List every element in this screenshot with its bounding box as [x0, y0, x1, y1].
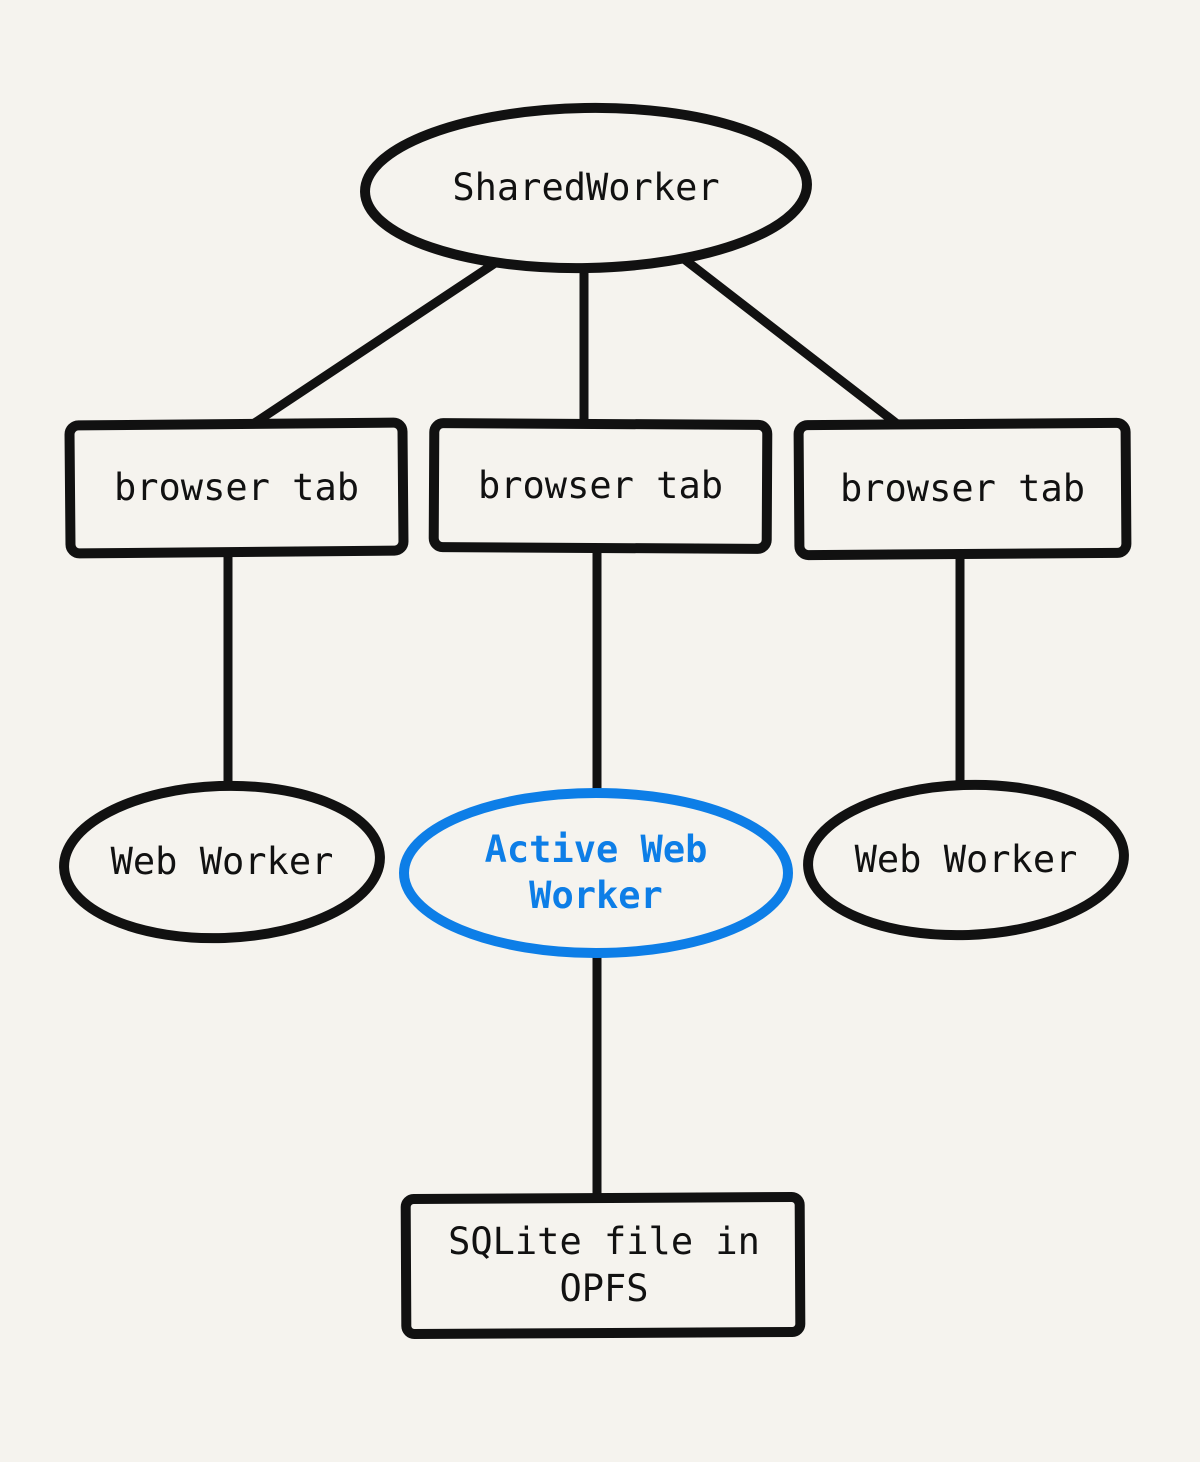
- browser-tab-left-label: browser tab: [113, 465, 360, 509]
- browser-tab-middle-node: [428, 418, 773, 554]
- web-worker-right-label: Web Worker: [854, 837, 1078, 881]
- active-web-worker-label: Active Web Worker: [484, 827, 730, 917]
- browser-tab-right-label: browser tab: [839, 466, 1086, 510]
- web-worker-right-node: [803, 779, 1129, 941]
- sqlite-file-node: [400, 1192, 806, 1339]
- browser-tab-middle-label: browser tab: [477, 463, 724, 507]
- shared-worker-label: SharedWorker: [452, 165, 720, 209]
- shared-worker-node: [360, 102, 812, 274]
- browser-tab-left-node: [64, 417, 409, 559]
- web-worker-left-label: Web Worker: [110, 839, 334, 883]
- sqlite-file-label: SQLite file in OPFS: [448, 1220, 783, 1310]
- browser-tab-right-node: [793, 417, 1132, 561]
- web-worker-left-node: [59, 780, 385, 944]
- active-web-worker-node: [399, 788, 793, 958]
